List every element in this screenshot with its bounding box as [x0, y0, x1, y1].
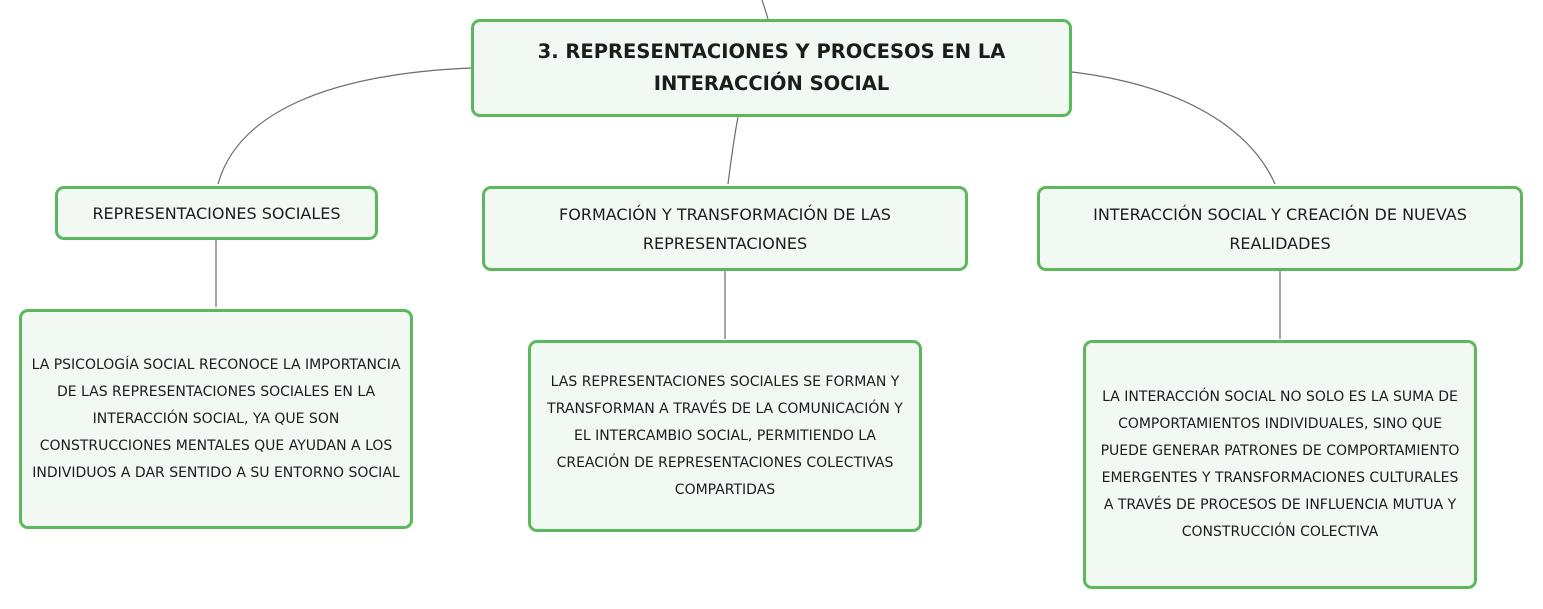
detail-text: LA INTERACCIÓN SOCIAL NO SOLO ES LA SUMA… [1100, 388, 1460, 540]
detail-interaccion-nuevas-realidades[interactable]: LA INTERACCIÓN SOCIAL NO SOLO ES LA SUMA… [1083, 340, 1477, 589]
connector-root-to-topic-1 [217, 67, 472, 185]
topic-title: INTERACCIÓN SOCIAL Y CREACIÓN DE NUEVAS … [1093, 204, 1467, 253]
connector-root-to-topic-3 [1071, 71, 1276, 185]
topic-title: FORMACIÓN Y TRANSFORMACIÓN DE LAS REPRES… [559, 204, 891, 253]
topic-representaciones-sociales[interactable]: REPRESENTACIONES SOCIALES [55, 186, 378, 240]
detail-representaciones-sociales[interactable]: LA PSICOLOGÍA SOCIAL RECONOCE LA IMPORTA… [19, 309, 413, 529]
topic-title: REPRESENTACIONES SOCIALES [92, 203, 341, 223]
central-topic-title: 3. REPRESENTACIONES Y PROCESOS EN LA INT… [537, 40, 1006, 95]
connector-root-to-topic-2 [727, 116, 739, 185]
detail-text: LA PSICOLOGÍA SOCIAL RECONOCE LA IMPORTA… [31, 356, 401, 481]
topic-formacion-transformacion[interactable]: FORMACIÓN Y TRANSFORMACIÓN DE LAS REPRES… [482, 186, 968, 271]
topic-interaccion-nuevas-realidades[interactable]: INTERACCIÓN SOCIAL Y CREACIÓN DE NUEVAS … [1037, 186, 1523, 271]
central-topic[interactable]: 3. REPRESENTACIONES Y PROCESOS EN LA INT… [471, 19, 1072, 117]
detail-formacion-transformacion[interactable]: LAS REPRESENTACIONES SOCIALES SE FORMAN … [528, 340, 922, 532]
connector-parent-to-root [761, 0, 769, 20]
detail-text: LAS REPRESENTACIONES SOCIALES SE FORMAN … [547, 373, 903, 498]
